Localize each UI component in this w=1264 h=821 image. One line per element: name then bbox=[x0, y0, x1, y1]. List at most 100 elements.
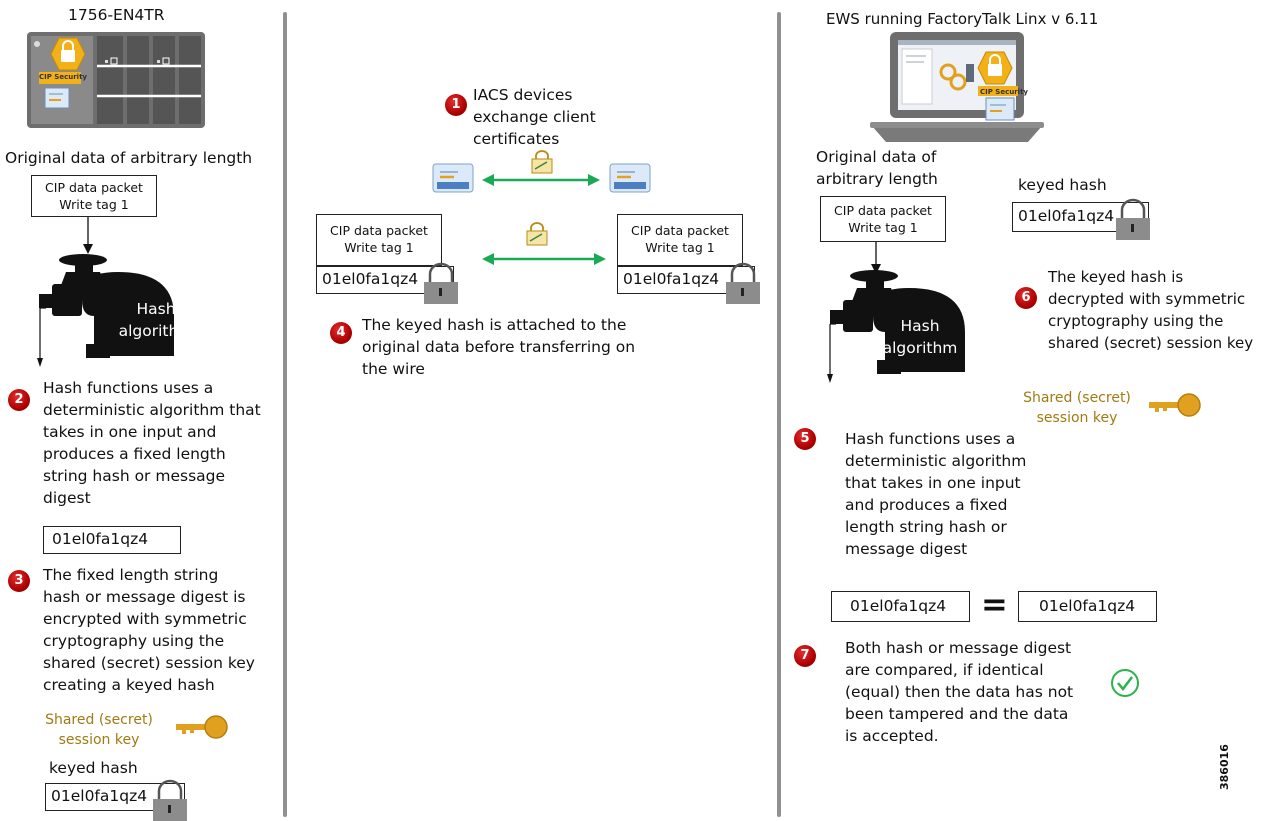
step7-text: Both hash or message digest are compared… bbox=[845, 637, 1095, 747]
step7-line: are compared, if identical bbox=[845, 661, 1044, 679]
left-divider bbox=[283, 12, 287, 817]
step3-line: cryptography using the bbox=[43, 632, 225, 650]
lock-icon bbox=[153, 779, 187, 821]
step5-text: Hash functions uses a deterministic algo… bbox=[845, 428, 1075, 560]
middle-left-packet: CIP data packet Write tag 1 bbox=[316, 214, 442, 266]
step4-line: The keyed hash is attached to the bbox=[362, 316, 627, 334]
secure-doc-icon-bottom bbox=[526, 222, 548, 246]
step6-text: The keyed hash is decrypted with symmetr… bbox=[1048, 266, 1262, 354]
step6-line: cryptography using the bbox=[1048, 312, 1224, 330]
packet-to-hash-arrow bbox=[871, 242, 881, 274]
compare-right-digest: 01el0fa1qz4 bbox=[1018, 591, 1157, 622]
step5-line: length string hash or bbox=[845, 518, 1007, 536]
session-key-line2: session key bbox=[1036, 410, 1118, 426]
packet-line2: Write tag 1 bbox=[59, 197, 129, 212]
cip-packet-box: CIP data packet Write tag 1 bbox=[31, 175, 157, 217]
step2-text: Hash functions uses a deterministic algo… bbox=[43, 377, 283, 509]
data-transfer-arrow bbox=[482, 253, 606, 265]
laptop-icon bbox=[870, 32, 1044, 142]
step3-badge: 3 bbox=[8, 570, 30, 592]
right-keyed-hash-box: 01el0fa1qz4 bbox=[1012, 202, 1149, 232]
hash-label-line2: algorithm bbox=[882, 339, 958, 357]
step6-line: shared (secret) session key bbox=[1048, 334, 1254, 352]
original-data-line1: Original data of bbox=[816, 148, 937, 166]
packet-line1: CIP data packet bbox=[834, 203, 932, 218]
compare-left-digest: 01el0fa1qz4 bbox=[831, 591, 970, 622]
step5-line: message digest bbox=[845, 540, 968, 558]
figure-id: 386016 bbox=[1218, 744, 1231, 790]
lock-icon bbox=[726, 262, 760, 304]
step2-line: digest bbox=[43, 489, 91, 507]
controller-chassis-icon bbox=[27, 32, 205, 128]
step7-badge: 7 bbox=[794, 645, 816, 667]
hash-output-arrow bbox=[827, 323, 836, 383]
digest-box: 01el0fa1qz4 bbox=[43, 526, 181, 554]
session-key-line1: Shared (secret) bbox=[1023, 390, 1131, 406]
secure-doc-icon-top bbox=[531, 150, 553, 174]
packet-line2: Write tag 1 bbox=[344, 240, 414, 255]
original-data-line2: arbitrary length bbox=[816, 170, 938, 188]
step6-line: decrypted with symmetric bbox=[1048, 290, 1246, 308]
step2-line: deterministic algorithm that bbox=[43, 401, 261, 419]
session-key-label: Shared (secret) session key bbox=[44, 710, 154, 750]
lock-icon bbox=[424, 262, 458, 304]
certificate-exchange-arrow bbox=[482, 174, 600, 186]
step3-line: shared (secret) session key bbox=[43, 654, 255, 672]
step5-line: and produces a fixed bbox=[845, 496, 1008, 514]
step4-text: The keyed hash is attached to the origin… bbox=[362, 314, 682, 380]
step2-line: Hash functions uses a bbox=[43, 379, 214, 397]
ews-cip-security-badge: CIP Security bbox=[980, 88, 1028, 96]
step2-line: takes in one input and bbox=[43, 423, 217, 441]
step1-line: IACS devices bbox=[473, 86, 573, 104]
cip-security-badge: CIP Security bbox=[39, 73, 87, 81]
packet-line1: CIP data packet bbox=[330, 223, 428, 238]
step2-line: produces a fixed length bbox=[43, 445, 226, 463]
original-data-label: Original data of arbitrary length bbox=[5, 149, 253, 167]
packet-line1: CIP data packet bbox=[45, 180, 143, 195]
certificate-icon-left bbox=[432, 163, 474, 193]
hash-label-line1: Hash bbox=[900, 317, 940, 335]
right-divider bbox=[777, 12, 781, 817]
check-circle-icon bbox=[1111, 669, 1139, 697]
right-cip-packet-box: CIP data packet Write tag 1 bbox=[820, 196, 946, 242]
step1-text: IACS devices exchange client certificate… bbox=[473, 84, 673, 150]
step2-line: string hash or message bbox=[43, 467, 226, 485]
right-keyed-hash-label: keyed hash bbox=[1018, 176, 1107, 194]
step3-text: The fixed length string hash or message … bbox=[43, 564, 283, 696]
right-session-key-label: Shared (secret) session key bbox=[1022, 388, 1132, 428]
packet-to-hash-arrow bbox=[83, 217, 93, 254]
hash-machine-icon bbox=[39, 254, 174, 358]
step1-badge: 1 bbox=[445, 94, 467, 116]
session-key-line2: session key bbox=[58, 732, 140, 748]
equals-sign: = bbox=[981, 585, 1008, 623]
step6-badge: 6 bbox=[1015, 287, 1037, 309]
hash-machine-icon bbox=[830, 270, 965, 374]
step7-line: Both hash or message digest bbox=[845, 639, 1072, 657]
step3-line: The fixed length string bbox=[43, 566, 219, 584]
step5-line: Hash functions uses a bbox=[845, 430, 1016, 448]
packet-line2: Write tag 1 bbox=[645, 240, 715, 255]
step1-line: certificates bbox=[473, 130, 560, 148]
step5-line: that takes in one input bbox=[845, 474, 1021, 492]
lock-icon bbox=[1116, 198, 1150, 240]
hash-algorithm-label: Hash algorithm bbox=[116, 298, 196, 342]
right-original-data-label: Original data of arbitrary length bbox=[816, 146, 938, 190]
step5-badge: 5 bbox=[794, 428, 816, 450]
step7-line: is accepted. bbox=[845, 727, 939, 745]
step3-line: creating a keyed hash bbox=[43, 676, 215, 694]
packet-line2: Write tag 1 bbox=[848, 220, 918, 235]
step2-badge: 2 bbox=[8, 389, 30, 411]
middle-right-packet: CIP data packet Write tag 1 bbox=[617, 214, 743, 266]
device-title: 1756-EN4TR bbox=[68, 6, 165, 24]
ews-title: EWS running FactoryTalk Linx v 6.11 bbox=[826, 10, 1099, 28]
step3-line: encrypted with symmetric bbox=[43, 610, 247, 628]
key-icon bbox=[1149, 393, 1201, 417]
step7-line: (equal) then the data has not bbox=[845, 683, 1074, 701]
step4-line: the wire bbox=[362, 360, 425, 378]
step4-line: original data before transferring on bbox=[362, 338, 636, 356]
session-key-line1: Shared (secret) bbox=[45, 712, 153, 728]
step5-line: deterministic algorithm bbox=[845, 452, 1027, 470]
step4-badge: 4 bbox=[330, 322, 352, 344]
certificate-icon-right bbox=[609, 163, 651, 193]
step3-line: hash or message digest is bbox=[43, 588, 246, 606]
